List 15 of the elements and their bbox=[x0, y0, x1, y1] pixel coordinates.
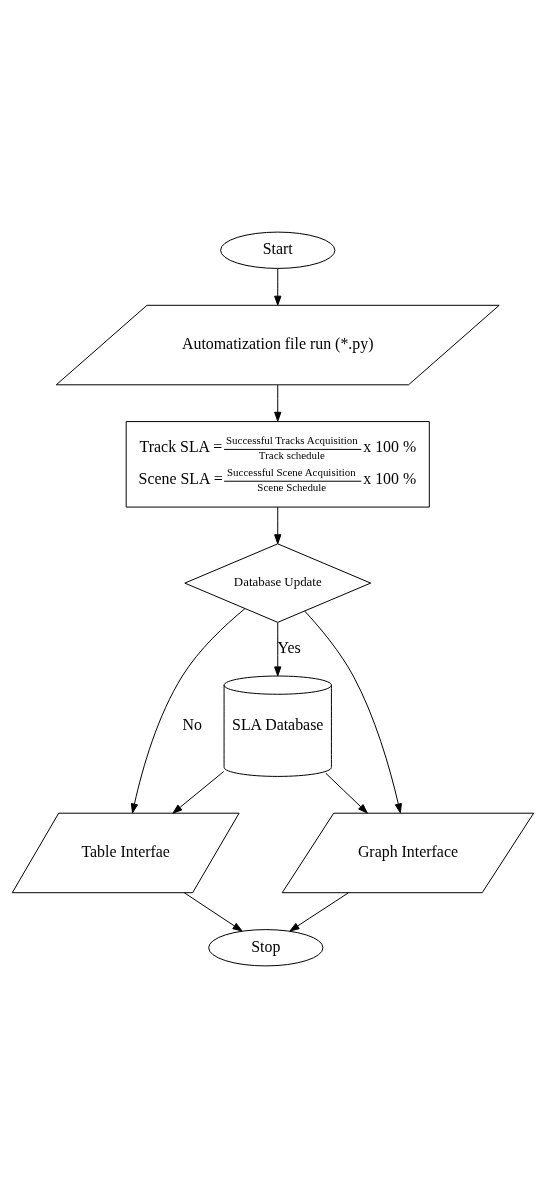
arrow bbox=[183, 891, 243, 931]
node-ellipse: Stop bbox=[208, 928, 324, 966]
arrow bbox=[304, 610, 402, 813]
arrow bbox=[274, 621, 282, 676]
arrow bbox=[325, 772, 368, 813]
node-box: Track SLA = Successful Tracks Acquisition Track schedule x 100 % Scene SLA = Successful Scene Acquisition Scene Schedule x 100 % bbox=[125, 420, 430, 508]
arrow bbox=[274, 384, 282, 422]
node-diamond: Database Update bbox=[184, 542, 372, 623]
arrow bbox=[274, 506, 282, 544]
arrow bbox=[274, 267, 282, 306]
edge-label: No bbox=[182, 715, 202, 733]
arrow bbox=[172, 770, 225, 814]
arrow bbox=[130, 607, 246, 813]
arrow bbox=[289, 891, 349, 931]
node-ellipse: Start bbox=[220, 231, 336, 269]
